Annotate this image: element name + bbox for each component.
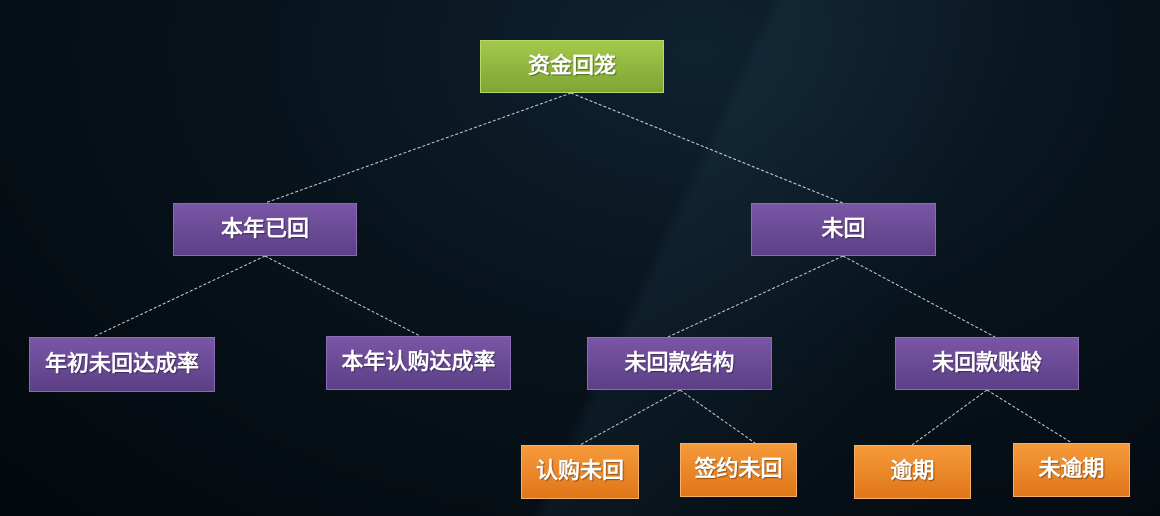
node-yuqi[interactable]: 逾期 bbox=[854, 445, 971, 499]
edge-root-benian bbox=[264, 92, 572, 204]
edge-zhangling-weiyuqi bbox=[986, 389, 1073, 444]
edge-weihui-jiegou bbox=[667, 255, 844, 338]
node-weihuikuan-zhangling[interactable]: 未回款账龄 bbox=[895, 337, 1079, 390]
edge-benian-rengou bbox=[264, 255, 421, 337]
node-weihuikuan-jiegou[interactable]: 未回款结构 bbox=[587, 337, 772, 390]
node-benian-rengou-dachenglv[interactable]: 本年认购达成率 bbox=[326, 336, 511, 390]
edge-jiegou-qianyueweihui bbox=[679, 389, 756, 444]
node-root[interactable]: 资金回笼 bbox=[480, 40, 664, 93]
node-rengou-weihui[interactable]: 认购未回 bbox=[521, 445, 639, 499]
node-benian-yihui[interactable]: 本年已回 bbox=[173, 203, 357, 256]
edge-benian-nianchu bbox=[92, 255, 266, 338]
edge-root-weihui bbox=[570, 92, 844, 204]
edge-jiegou-rengouweihui bbox=[579, 389, 681, 446]
node-qianyue-weihui[interactable]: 签约未回 bbox=[680, 443, 797, 497]
node-weihui[interactable]: 未回 bbox=[751, 203, 936, 256]
node-weiyuqi[interactable]: 未逾期 bbox=[1013, 443, 1130, 497]
edge-zhangling-yuqi bbox=[911, 389, 988, 446]
edge-weihui-zhangling bbox=[842, 255, 996, 338]
node-nianchu-dachenglv[interactable]: 年初未回达成率 bbox=[29, 337, 215, 392]
